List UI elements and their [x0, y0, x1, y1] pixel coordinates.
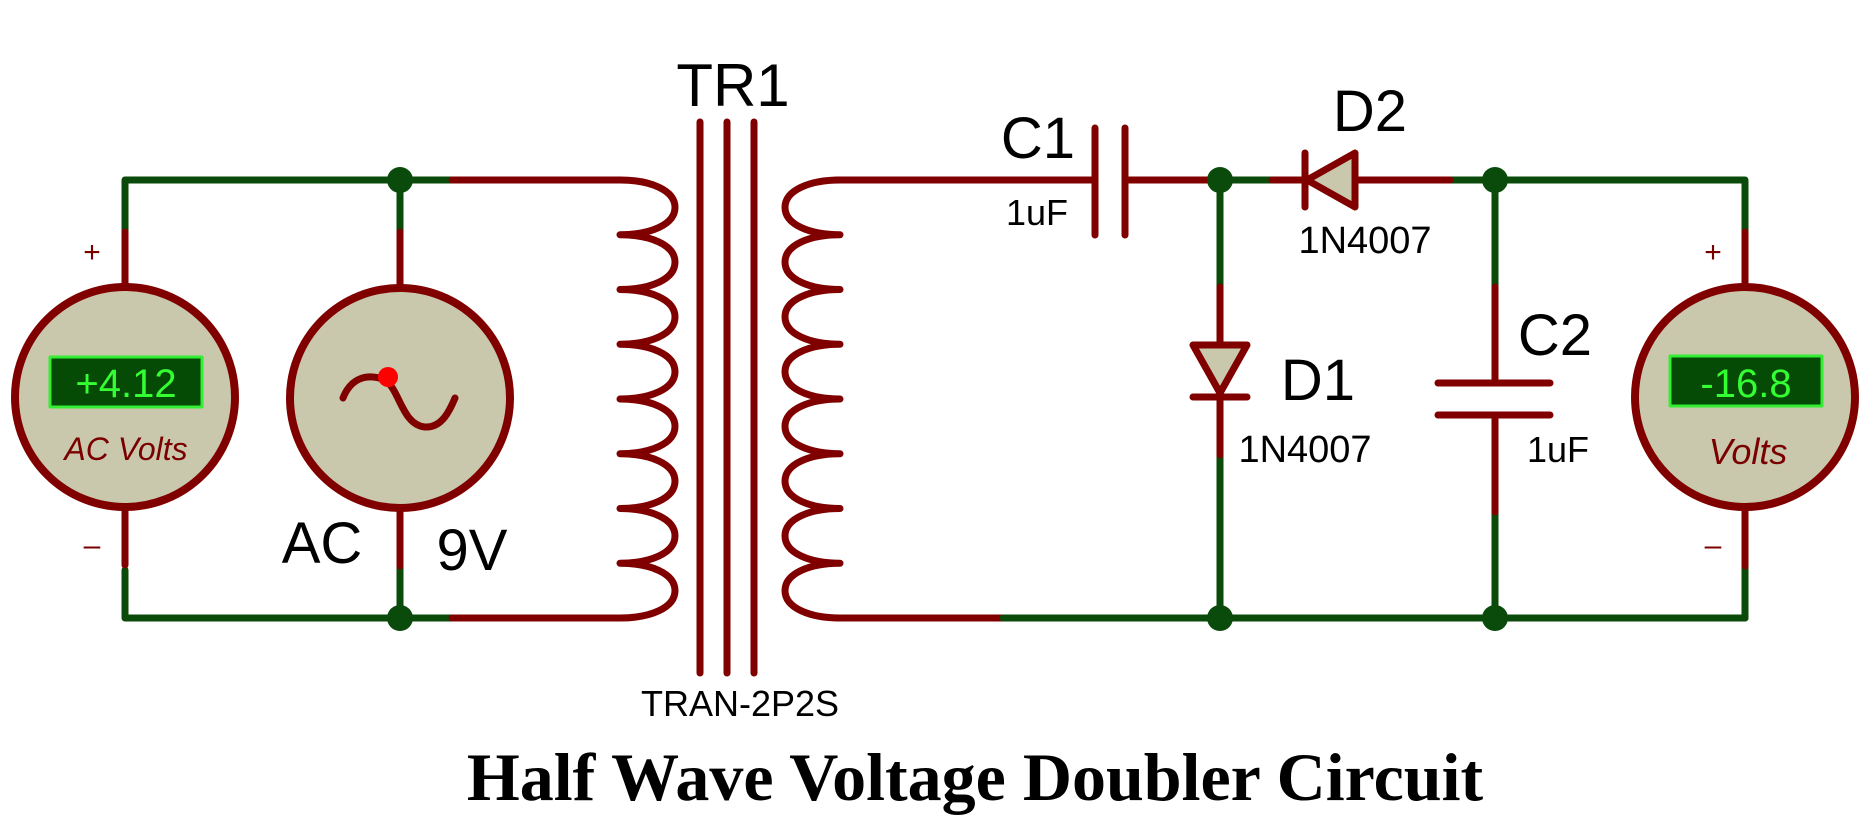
probe-dot-icon — [378, 367, 398, 387]
ac-voltmeter-reading: +4.12 — [75, 362, 176, 406]
wire-top-left — [121, 176, 404, 249]
ac-voltmeter-label: AC Volts — [62, 431, 187, 467]
primary-coil — [616, 176, 679, 622]
transformer-tr1[interactable] — [616, 118, 844, 677]
capacitor-c2[interactable] — [1434, 283, 1554, 516]
d2-ref-label: D2 — [1333, 79, 1407, 144]
secondary-coil — [781, 176, 844, 622]
junction-dot — [387, 605, 413, 631]
source-name-label: AC — [282, 511, 363, 576]
junction-dot — [1482, 605, 1508, 631]
ac-voltmeter[interactable] — [11, 228, 239, 569]
plus-sign: + — [1704, 236, 1722, 269]
junction-dot — [1207, 167, 1233, 193]
c2-ref-label: C2 — [1518, 303, 1592, 368]
ac-source[interactable] — [286, 228, 514, 570]
wire-top-right — [1491, 176, 1749, 236]
junction-dot — [1207, 605, 1233, 631]
dc-voltmeter[interactable] — [1631, 228, 1859, 570]
c1-value-label: 1uF — [1006, 192, 1068, 233]
ac-voltmeter-display — [48, 355, 204, 409]
diode-d1[interactable] — [1189, 283, 1251, 459]
primary-leads — [448, 176, 624, 622]
minus-sign: – — [84, 529, 101, 562]
secondary-leads — [833, 176, 1099, 622]
junction-dot — [1482, 167, 1508, 193]
transformer-model-label: TRAN-2P2S — [641, 683, 839, 724]
dc-voltmeter-display — [1668, 354, 1824, 408]
d2-triangle — [1303, 149, 1359, 211]
d1-model-label: 1N4007 — [1238, 429, 1371, 471]
dc-voltmeter-label: Volts — [1709, 431, 1788, 472]
diagram-title: Half Wave Voltage Doubler Circuit — [467, 739, 1484, 815]
d1-ref-label: D1 — [1281, 348, 1355, 413]
source-value-label: 9V — [437, 518, 508, 583]
capacitor-c1[interactable] — [1091, 124, 1224, 239]
minus-sign: – — [1705, 529, 1722, 562]
dc-voltmeter-reading: -16.8 — [1700, 362, 1791, 406]
d2-model-label: 1N4007 — [1298, 220, 1431, 262]
sine-wave-icon — [339, 373, 459, 431]
plus-sign: + — [83, 236, 101, 269]
transformer-ref-label: TR1 — [676, 52, 789, 119]
wire-bottom-left — [121, 566, 404, 622]
junction-dot — [387, 167, 413, 193]
diode-d2[interactable] — [1268, 149, 1454, 211]
c1-ref-label: C1 — [1001, 106, 1075, 171]
c2-value-label: 1uF — [1527, 429, 1589, 470]
d1-triangle — [1189, 341, 1251, 397]
